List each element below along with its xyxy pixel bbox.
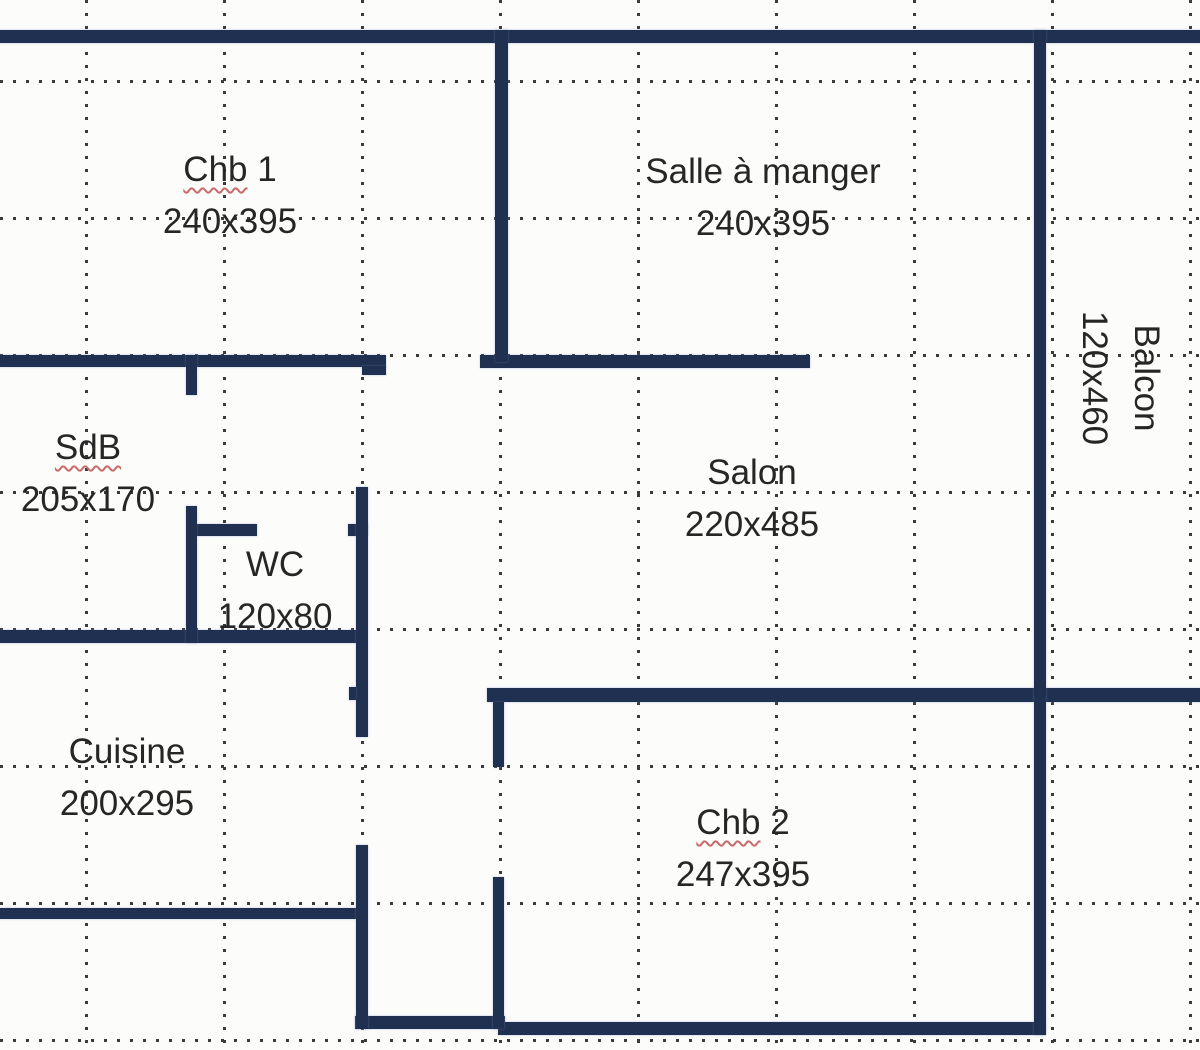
- chb2-left-wall-lower: [493, 877, 504, 1029]
- sdb-door-jamb: [186, 355, 197, 395]
- grid-line-horizontal: [0, 491, 1200, 494]
- room-label-salle-a-manger: Salle à manger 240x395: [645, 146, 880, 250]
- room-dimensions: 120x460: [1075, 310, 1114, 446]
- misspelling-squiggle: Chb: [183, 150, 248, 189]
- top-wall: [0, 30, 1200, 43]
- room-dimensions: 240x395: [162, 202, 298, 241]
- room-dimensions: 247x395: [675, 855, 811, 894]
- grid-line-vertical: [1189, 0, 1192, 1050]
- chb1-bottom-wall-return: [362, 366, 386, 375]
- wc-top-wall-left: [197, 524, 257, 536]
- room-dimensions: 240x395: [695, 204, 831, 243]
- room-name: Cuisine: [68, 732, 186, 771]
- room-dimensions: 200x295: [59, 784, 195, 823]
- bottom-wall-right: [498, 1022, 1045, 1035]
- room-name: Salon: [707, 453, 797, 492]
- room-dimensions: 120x80: [217, 597, 333, 636]
- grid-line-horizontal: [0, 1039, 1200, 1042]
- room-name: Chb 2: [696, 803, 790, 842]
- grid-line-vertical: [637, 0, 640, 1050]
- bottom-wall-left: [355, 1016, 505, 1029]
- room-dimensions: 220x485: [684, 505, 820, 544]
- hall-wall-stub: [349, 687, 356, 700]
- grid-line-horizontal: [0, 902, 1200, 905]
- wc-left-wall: [186, 506, 197, 643]
- room-label-balcon: Balcon 120x460: [1068, 311, 1172, 445]
- cuisine-bottom-wall: [0, 908, 362, 919]
- hall-wall-upper: [356, 487, 368, 737]
- room-name: SdB: [21, 422, 155, 474]
- room-label-chb-2: Chb 2 247x395: [676, 797, 810, 901]
- misspelling-squiggle: SdB: [54, 428, 122, 467]
- chb2-left-wall-upper: [493, 702, 504, 767]
- cuisine-top-wall: [0, 630, 362, 643]
- salle-left-wall: [495, 30, 508, 362]
- room-label-sdb: SdB 205x170: [21, 422, 155, 526]
- salle-bottom-wall: [480, 355, 810, 368]
- room-label-salon: Salon 220x485: [685, 447, 819, 551]
- grid-line-vertical: [913, 0, 916, 1050]
- room-name: Chb 1: [183, 150, 277, 189]
- grid-line-horizontal: [0, 80, 1200, 83]
- chb2-top-wall: [487, 688, 1200, 702]
- room-name: Salle à manger: [645, 152, 881, 191]
- hall-wall-lower: [356, 845, 368, 1029]
- balcon-left-wall: [1034, 30, 1046, 1035]
- grid-line-vertical: [1051, 0, 1054, 1050]
- room-name: WC: [245, 545, 305, 584]
- room-label-wc: WC 120x80: [218, 539, 333, 643]
- room-name: Balcon: [1127, 324, 1166, 432]
- room-label-cuisine: Cuisine 200x295: [60, 726, 194, 830]
- misspelling-squiggle: Chb: [696, 803, 761, 842]
- room-dimensions: 205x170: [20, 480, 156, 519]
- room-label-chb-1: Chb 1 240x395: [163, 144, 297, 248]
